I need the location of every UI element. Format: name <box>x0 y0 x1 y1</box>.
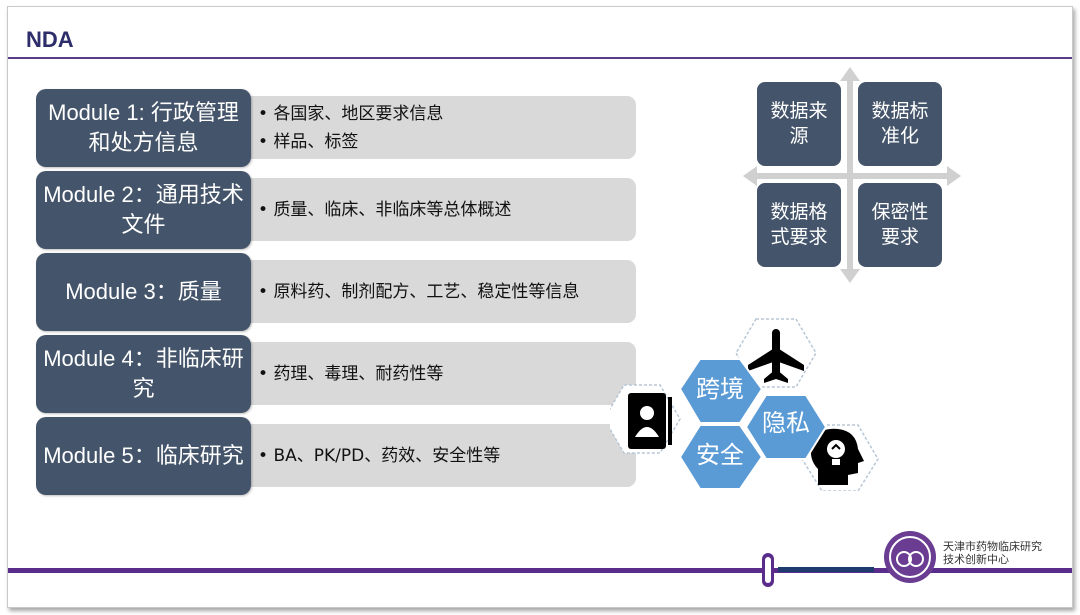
module-1-label: Module 1: 行政管理和处方信息 <box>36 89 251 167</box>
module-5-label: Module 5：临床研究 <box>36 417 251 495</box>
bullet-item: 质量、临床、非临床等总体概述 <box>258 196 628 224</box>
module-3-bullets: 原料药、制剂配方、工艺、稳定性等信息 <box>258 260 628 323</box>
module-row-5: Module 5：临床研究 BA、PK/PD、药效、安全性等 <box>36 417 636 495</box>
slide-title: NDA <box>26 27 74 52</box>
bullet-item: BA、PK/PD、药效、安全性等 <box>258 442 628 470</box>
module-1-bullets: 各国家、地区要求信息 样品、标签 <box>258 96 628 159</box>
bullet-item: 药理、毒理、耐药性等 <box>258 360 628 388</box>
module-2-bullets: 质量、临床、非临床等总体概述 <box>258 178 628 241</box>
quadrant-confidentiality: 保密性要求 <box>858 183 942 267</box>
hex-security <box>678 424 764 490</box>
hex-label-cross-border: 跨境 <box>696 375 744 403</box>
horizontal-arrow-shaft <box>753 173 949 179</box>
hex-label-security: 安全 <box>696 441 744 469</box>
module-row-1: Module 1: 行政管理和处方信息 各国家、地区要求信息 样品、标签 <box>36 89 636 167</box>
footer-rule <box>8 568 1072 573</box>
module-2-label: Module 2：通用技术文件 <box>36 171 251 249</box>
arrow-left-icon <box>743 166 757 186</box>
quadrant-data-standardization: 数据标准化 <box>858 82 942 166</box>
arrow-right-icon <box>947 166 961 186</box>
module-4-bullets: 药理、毒理、耐药性等 <box>258 342 628 405</box>
module-5-bullets: BA、PK/PD、药效、安全性等 <box>258 424 628 487</box>
arrow-up-icon <box>840 67 860 81</box>
module-row-4: Module 4：非临床研究 药理、毒理、耐药性等 <box>36 335 636 413</box>
arrow-down-icon <box>840 269 860 283</box>
bullet-item: 原料药、制剂配方、工艺、稳定性等信息 <box>258 278 628 306</box>
organization-logo <box>884 531 936 583</box>
contact-book-icon <box>628 393 672 449</box>
footer-ornament <box>762 553 874 587</box>
module-row-2: Module 2：通用技术文件 质量、临床、非临床等总体概述 <box>36 171 636 249</box>
quadrant-arrows <box>743 67 961 283</box>
hex-label-privacy: 隐私 <box>762 409 810 437</box>
quadrant-data-source: 数据来源 <box>757 82 841 166</box>
head-lightbulb-icon <box>810 428 864 485</box>
quadrant-data-format: 数据格式要求 <box>757 183 841 267</box>
title-divider <box>8 57 1072 59</box>
organization-name: 天津市药物临床研究 技术创新中心 <box>943 540 1042 566</box>
airplane-icon <box>748 329 804 383</box>
module-4-label: Module 4：非临床研究 <box>36 335 251 413</box>
hex-cross-border <box>678 358 764 424</box>
slide: NDA Module 1: 行政管理和处方信息 各国家、地区要求信息 样品、标签… <box>7 6 1073 608</box>
bullet-item: 样品、标签 <box>258 128 628 156</box>
bullet-item: 各国家、地区要求信息 <box>258 100 628 128</box>
module-row-3: Module 3：质量 原料药、制剂配方、工艺、稳定性等信息 <box>36 253 636 331</box>
module-3-label: Module 3：质量 <box>36 253 251 331</box>
hex-privacy <box>744 394 828 460</box>
hexagon-cluster <box>610 318 879 491</box>
